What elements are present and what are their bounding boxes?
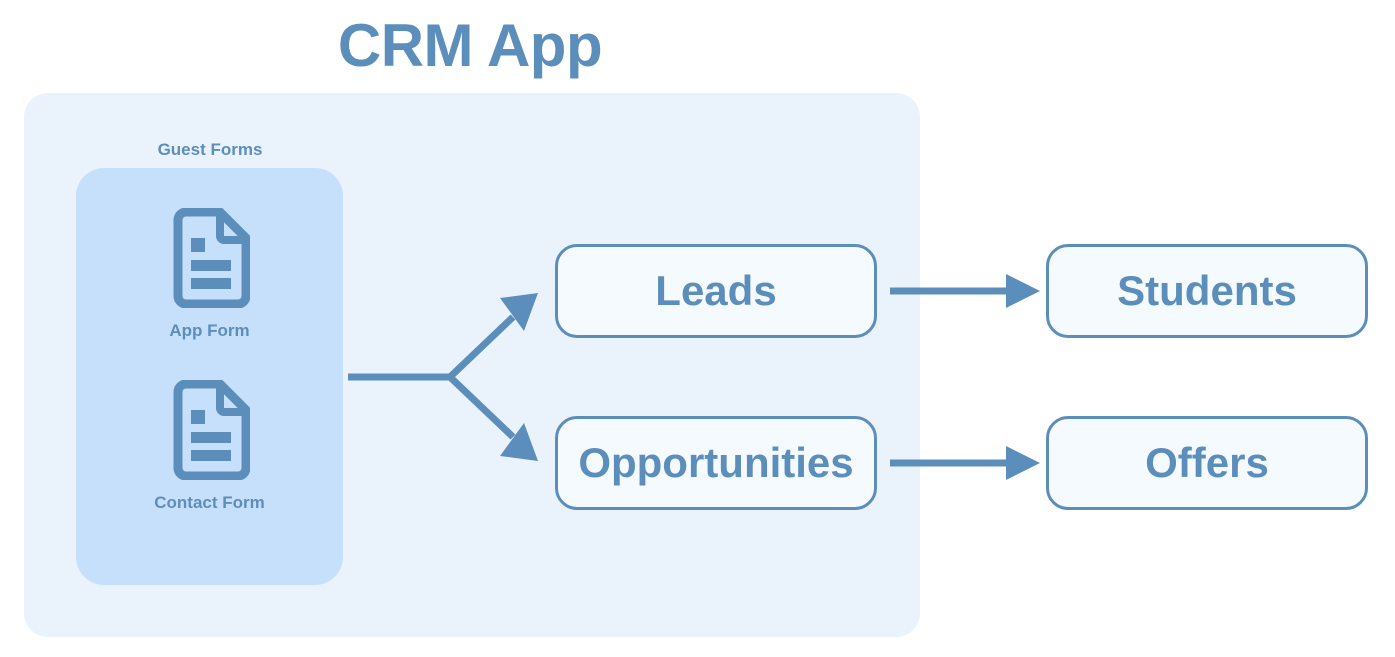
document-icon bbox=[76, 379, 343, 485]
arrowhead-students bbox=[1006, 274, 1040, 308]
arrowhead-offers bbox=[1006, 446, 1040, 480]
entity-box-offers[interactable]: Offers bbox=[1046, 416, 1368, 510]
form-caption: App Form bbox=[169, 321, 250, 340]
form-item-contact-form[interactable]: Contact Form bbox=[76, 379, 343, 513]
entity-box-students[interactable]: Students bbox=[1046, 244, 1368, 338]
entity-box-opportunities[interactable]: Opportunities bbox=[555, 416, 877, 510]
document-icon bbox=[76, 207, 343, 313]
guest-forms-group bbox=[76, 168, 343, 585]
form-caption: Contact Form bbox=[154, 493, 265, 512]
entity-box-leads[interactable]: Leads bbox=[555, 244, 877, 338]
page-title: CRM App bbox=[337, 12, 603, 79]
form-item-app-form[interactable]: App Form bbox=[76, 207, 343, 341]
guest-forms-label: Guest Forms bbox=[157, 140, 263, 159]
